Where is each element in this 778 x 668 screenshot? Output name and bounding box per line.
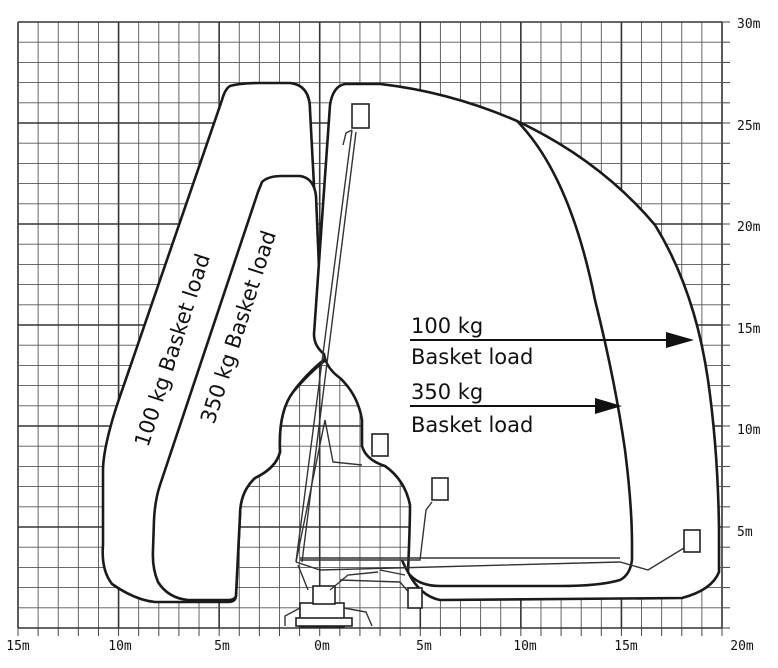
right-envelope-bottom-line xyxy=(400,559,410,573)
x-tick: 0m xyxy=(314,639,330,654)
x-tick: 20m xyxy=(730,639,754,654)
basket-mid xyxy=(371,433,389,457)
arrows xyxy=(410,332,694,414)
right-label-350kg-line1: 350 kg xyxy=(411,380,483,404)
x-tick: 5m xyxy=(214,639,230,654)
x-tick: 15m xyxy=(6,639,30,654)
right-label-100kg-line2: Basket load xyxy=(411,345,533,369)
machine-drawing xyxy=(284,103,701,628)
y-axis-ticks: 5m 10m 15m 20m 25m 30m xyxy=(737,17,761,540)
basket-low xyxy=(407,587,423,609)
basket-right xyxy=(683,529,701,553)
right-label-350kg-line2: Basket load xyxy=(411,413,533,437)
right-envelope-100kg xyxy=(312,82,721,602)
x-tick: 10m xyxy=(513,639,537,654)
x-axis-ticks: 15m 10m 5m 0m 5m 10m 15m 20m xyxy=(6,639,754,654)
y-tick: 30m xyxy=(737,17,761,32)
x-tick: 10m xyxy=(108,639,132,654)
y-tick: 20m xyxy=(737,220,761,235)
turret xyxy=(312,585,336,605)
x-tick: 5m xyxy=(416,639,432,654)
y-tick: 15m xyxy=(737,322,761,337)
y-tick: 10m xyxy=(737,423,761,438)
y-tick: 25m xyxy=(737,119,761,134)
x-tick: 15m xyxy=(614,639,638,654)
y-tick: 5m xyxy=(737,525,753,540)
basket-5m xyxy=(431,477,449,501)
right-envelope-350kg xyxy=(409,120,634,588)
right-label-100kg-line1: 100 kg xyxy=(411,314,483,338)
basket-top xyxy=(351,103,370,129)
left-envelope-350kg xyxy=(151,174,328,602)
